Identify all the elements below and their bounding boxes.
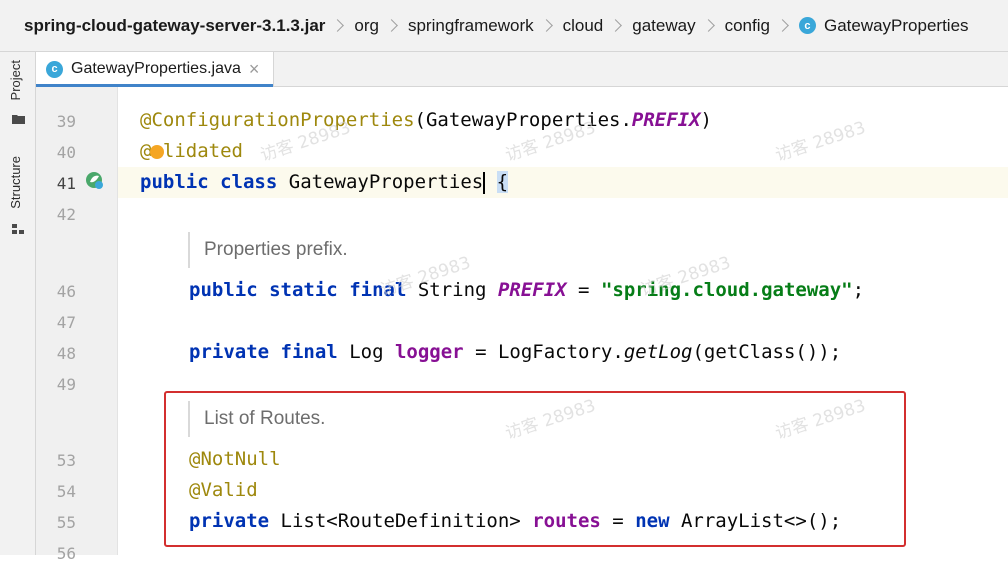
breadcrumb-item-springframework[interactable]: springframework: [407, 15, 534, 35]
code-line-55: private List<RouteDefinition> routes = n…: [189, 510, 842, 532]
code-line-41: public class GatewayProperties {: [140, 171, 509, 194]
code-editor[interactable]: @ConfigurationProperties(GatewayProperti…: [118, 87, 1008, 555]
javadoc-properties-prefix: Properties prefix.: [188, 232, 348, 268]
code-line-48: private final Log logger = LogFactory.ge…: [189, 341, 842, 363]
code-line-39: @ConfigurationProperties(GatewayProperti…: [140, 109, 712, 131]
chevron-right-icon: [701, 19, 715, 32]
breadcrumb-item-org[interactable]: org: [354, 15, 379, 35]
class-icon: c: [46, 60, 63, 78]
line-number: 56: [56, 544, 76, 563]
tool-window-strip: Project Structure: [0, 52, 36, 555]
breadcrumb: spring-cloud-gateway-server-3.1.3.jar or…: [0, 0, 1008, 52]
close-icon[interactable]: ×: [248, 58, 260, 79]
editor-tab-bar: c GatewayProperties.java ×: [36, 52, 1008, 87]
current-line-highlight: [118, 167, 1008, 198]
line-number: 42: [56, 205, 76, 224]
chevron-right-icon: [539, 19, 553, 32]
text-caret: [483, 171, 486, 194]
line-number: 53: [56, 451, 76, 470]
class-icon: c: [798, 17, 816, 34]
breadcrumb-item-class[interactable]: GatewayProperties: [823, 15, 969, 35]
tab-gateway-properties[interactable]: c GatewayProperties.java ×: [36, 52, 274, 87]
bean-icon[interactable]: [85, 171, 105, 191]
line-number: 39: [56, 112, 76, 131]
line-number: 40: [56, 143, 76, 162]
line-number: 47: [56, 313, 76, 332]
line-number: 54: [56, 482, 76, 501]
project-tool-button[interactable]: Project: [8, 60, 23, 101]
code-line-54: @Valid: [189, 479, 258, 501]
chevron-right-icon: [609, 19, 623, 32]
tab-label: GatewayProperties.java: [71, 60, 241, 77]
folder-icon: [12, 115, 25, 124]
structure-icon: [12, 224, 24, 234]
chevron-right-icon: [385, 19, 398, 32]
structure-tool-button[interactable]: Structure: [8, 156, 23, 209]
watermark: 访客 28983: [772, 117, 869, 166]
code-line-53: @NotNull: [189, 448, 281, 470]
javadoc-list-of-routes: List of Routes.: [188, 401, 325, 437]
breadcrumb-item-config[interactable]: config: [724, 15, 770, 35]
breadcrumb-item-gateway[interactable]: gateway: [632, 15, 696, 35]
line-number: 49: [56, 375, 76, 394]
lightbulb-icon[interactable]: [150, 145, 164, 159]
code-line-40: @alidated: [140, 140, 243, 162]
chevron-right-icon: [331, 19, 345, 32]
line-number-gutter: 39 40 41 42 46 47 48 49 53 54 55 56: [36, 87, 133, 563]
line-number: 48: [56, 344, 76, 363]
line-number: 41: [56, 174, 76, 193]
breadcrumb-item-jar[interactable]: spring-cloud-gateway-server-3.1.3.jar: [24, 15, 326, 35]
breadcrumb-item-cloud[interactable]: cloud: [562, 15, 604, 35]
line-number: 46: [56, 282, 76, 301]
line-number: 55: [56, 513, 76, 532]
highlight-box: [164, 391, 906, 547]
code-line-46: public static final String PREFIX = "spr…: [189, 279, 865, 301]
chevron-right-icon: [776, 19, 789, 32]
